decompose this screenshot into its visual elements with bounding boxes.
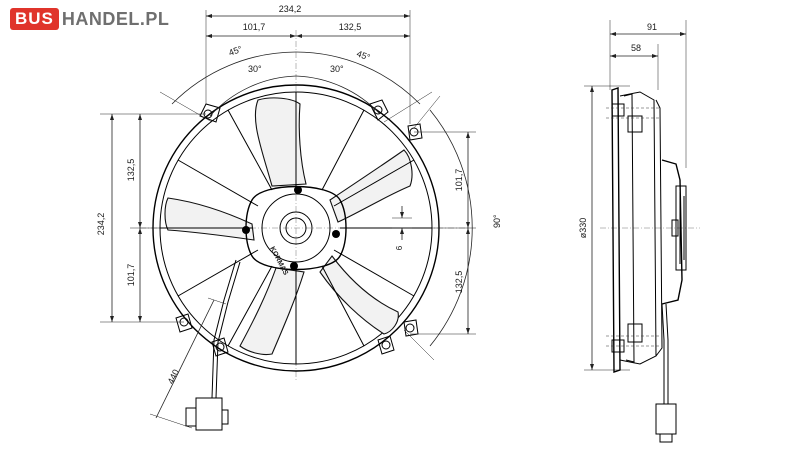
side-view: 91 58 ø330 — [578, 20, 700, 443]
support-spokes — [160, 92, 432, 364]
dim-cable-length: 440 — [166, 368, 182, 386]
logo-bus-badge: BUS — [10, 8, 59, 30]
hub-bolt-left-icon — [242, 226, 250, 234]
right-dimensions: 101,7 132,5 6 — [392, 131, 476, 335]
angle-90: 90° — [492, 214, 502, 228]
top-dimensions: 234,2 101,7 132,5 — [205, 4, 411, 124]
dim-left-upper: 132,5 — [126, 159, 136, 182]
angle-45-right: 45° — [355, 48, 372, 62]
dim-left-lower: 101,7 — [126, 264, 136, 287]
angle-30-right: 30° — [330, 64, 344, 74]
front-view: KORMAS 234,2 — [96, 4, 502, 431]
dim-width-total: 234,2 — [279, 4, 302, 14]
left-dimensions: 234,2 132,5 101,7 — [96, 113, 206, 323]
angle-30-left: 30° — [248, 64, 262, 74]
hub-bolt-top-icon — [294, 186, 302, 194]
bushandel-logo[interactable]: BUS HANDEL.PL — [10, 8, 169, 30]
cable-connector — [185, 259, 241, 431]
angle-45-left: 45° — [227, 44, 244, 58]
dim-height-total: 234,2 — [96, 213, 106, 236]
angle-dimensions: 45° 45° 30° 30° 90° — [159, 44, 502, 361]
dim-body-depth: 58 — [631, 43, 641, 53]
dim-small: 6 — [395, 245, 404, 250]
hub-bolt-bottom-icon — [290, 262, 298, 270]
hub-bolt-right-icon — [332, 230, 340, 238]
dim-diameter: ø330 — [578, 218, 588, 239]
fan-blades — [164, 97, 413, 356]
logo-handel-text: HANDEL.PL — [61, 8, 170, 29]
dim-right-lower: 132,5 — [454, 271, 464, 294]
dim-right-upper: 101,7 — [454, 169, 464, 192]
side-body — [606, 87, 687, 373]
side-cable — [655, 303, 677, 443]
dim-top-right: 132,5 — [339, 22, 362, 32]
dim-top-left: 101,7 — [243, 22, 266, 32]
dim-total-depth: 91 — [647, 22, 657, 32]
